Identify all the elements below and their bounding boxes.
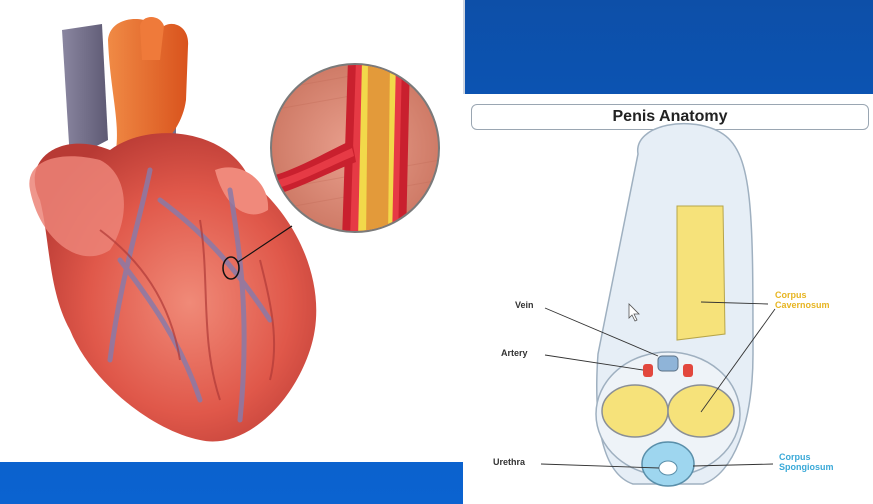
anatomy-diagram [463,94,873,504]
label-urethra: Urethra [493,457,525,467]
label-corpus-cavernosum-line1: Corpus [775,290,807,300]
vena-cava [62,24,108,160]
label-vein: Vein [515,300,534,310]
heart-illustration [0,0,463,462]
label-corpus-spongiosum-line2: Spongiosum [779,462,834,472]
corpus-cavernosum-shaft [677,206,725,340]
dorsal-vein [658,356,678,371]
artery-left [643,364,653,377]
corpus-cavernosum-left [602,385,668,437]
artery-right [683,364,693,377]
magnified-artery-inset [271,60,440,240]
label-corpus-cavernosum-line2: Cavernosum [775,300,830,310]
label-artery: Artery [501,348,528,358]
urethra [659,461,677,475]
anatomy-diagram-panel: Penis Anatomy Vein Artery Urethra Co [463,94,873,504]
label-corpus-spongiosum-line1: Corpus [779,452,811,462]
heart-illustration-panel [0,0,465,462]
corpus-cavernosum-right [668,385,734,437]
